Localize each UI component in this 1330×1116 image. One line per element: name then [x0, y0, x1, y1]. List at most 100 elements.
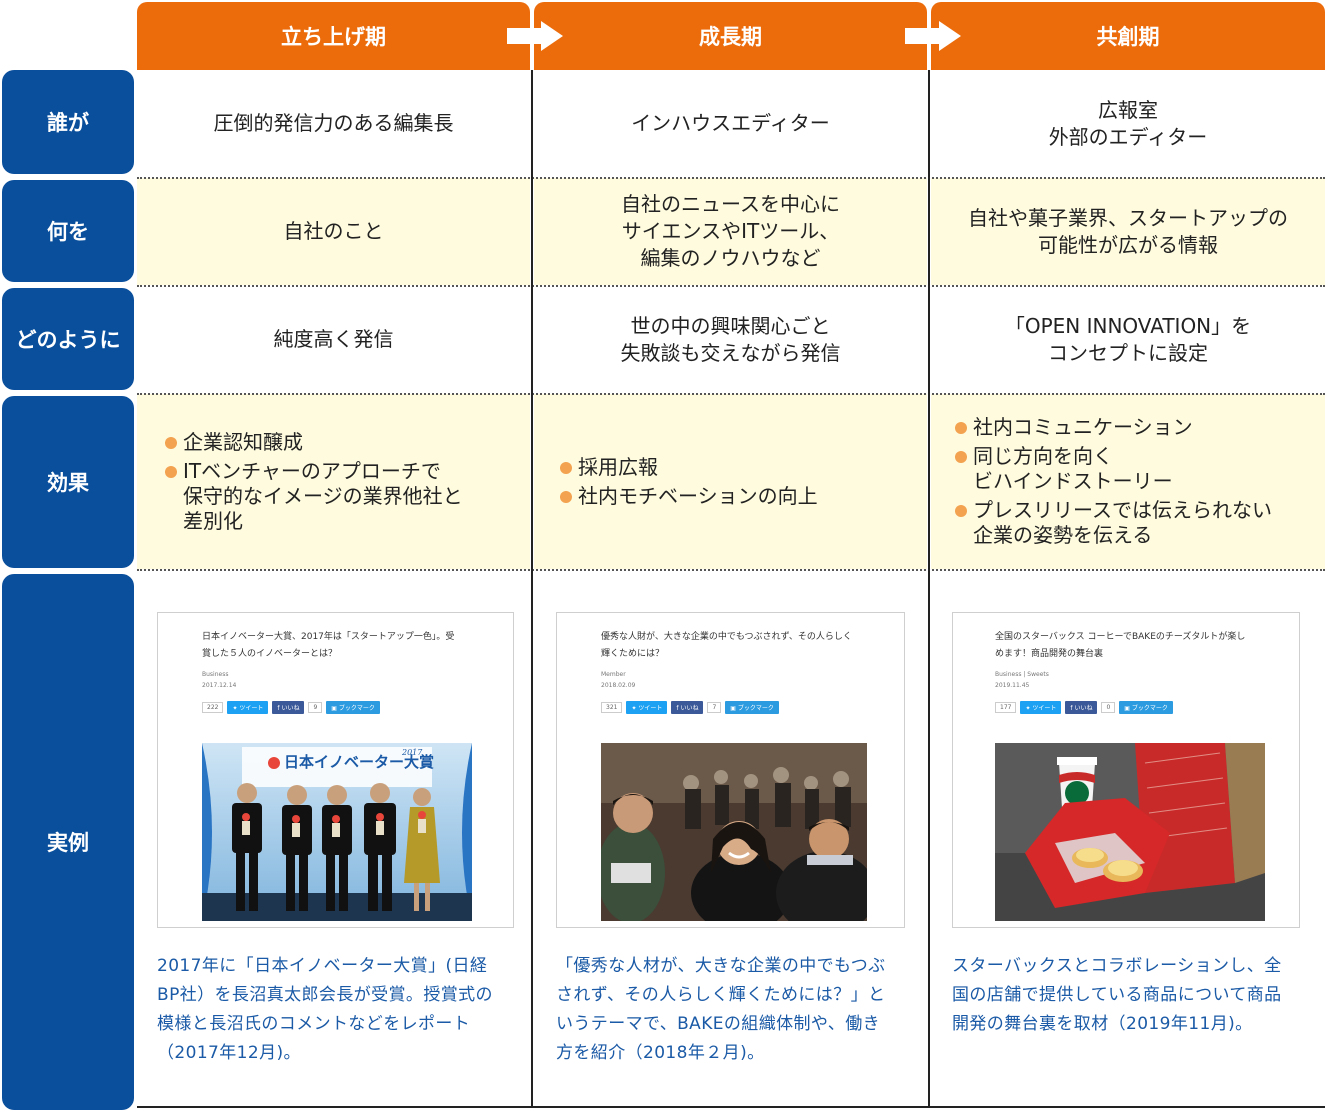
row-label-effect: 効果 [2, 396, 134, 568]
article-date: 2017.12.14 [202, 682, 237, 689]
like-button: f いいね [671, 701, 704, 714]
row-divider [137, 393, 1325, 395]
bookmark-label: ブックマーク [737, 705, 774, 712]
article-screenshot-growth: 優秀な人財が、大きな企業の中でもつぶされず、その人らしく輝くためには？ Memb… [556, 612, 905, 928]
photo-sign-year: 2017 [401, 748, 423, 757]
row-label-what: 何を [2, 180, 134, 282]
phase-header-growth: 成長期 [534, 2, 927, 70]
arrow-right-icon [905, 21, 961, 51]
like-label: いいね [281, 705, 300, 712]
example-caption-launch: 2017年に「日本イノベーター大賞」(日経 BP社）を長沼真太郎会長が受賞。授賞… [157, 952, 493, 1068]
twitter-icon: ✦ [232, 705, 240, 712]
row-label-text: どのように [15, 328, 121, 352]
phase-label: 共創期 [1096, 25, 1160, 49]
cell-what-cocreation: 自社や菓子業界、スタートアップの可能性が広がる情報 [931, 178, 1325, 285]
phase-header-cocreation: 共創期 [931, 2, 1325, 70]
list-item: 同じ方向を向くビハインドストーリー [955, 444, 1272, 494]
article-date: 2018.02.09 [601, 682, 636, 689]
caption-line: されず、その人らしく輝くためには？」と [556, 985, 886, 1005]
share-bar: 222 ✦ ツイート f いいね 9 ▣ ブックマーク [202, 701, 380, 714]
cell-text: 自社や菓子業界、スタートアップの [968, 205, 1288, 230]
article-screenshot-launch: 日本イノベーター大賞、2017年は「スタートアップ一色」。受賞した５人のイノベー… [157, 612, 514, 928]
cheese-tart-product-photo [995, 743, 1265, 921]
article-category: Business [202, 671, 229, 678]
caption-line: BP社）を長沼真太郎会長が受賞。授賞式の [157, 985, 493, 1005]
cell-text: 純度高く発信 [273, 327, 394, 351]
list-item: プレスリリースでは伝えられない企業の姿勢を伝える [955, 498, 1272, 548]
list-item-text: 保守的なイメージの業界他社と [183, 483, 463, 508]
example-caption-growth: 「優秀な人材が、大きな企業の中でもつぶ されず、その人らしく輝くためには？」と … [556, 952, 886, 1068]
phase-header-launch: 立ち上げ期 [137, 2, 530, 70]
like-button: f いいね [1065, 701, 1098, 714]
article-title-line: 全国のスターバックス コーヒーでBAKEのチーズタルトが楽し [995, 632, 1246, 642]
like-label: いいね [1074, 705, 1093, 712]
list-item-text: 企業認知醸成 [183, 429, 303, 454]
cell-text: サイエンスやITツール、 [621, 219, 840, 243]
bookmark-button: ▣ ブックマーク [326, 701, 380, 714]
list-item-text: ビハインドストーリー [973, 469, 1173, 493]
cell-text: 可能性が広がる情報 [1038, 232, 1218, 257]
share-bar: 321 ✦ ツイート f いいね 7 ▣ ブックマーク [601, 701, 779, 714]
list-item-text: 差別化 [183, 508, 243, 533]
tweet-label: ツイート [1032, 705, 1057, 712]
cell-who-launch: 圧倒的発信力のある編集長 [137, 70, 530, 177]
caption-line: 国の店舗で提供している商品について商品 [952, 985, 1282, 1005]
cell-how-launch: 純度高く発信 [137, 286, 530, 393]
arrow-right-icon [507, 21, 563, 51]
row-divider [137, 569, 1325, 571]
bookmark-label: ブックマーク [338, 705, 375, 712]
list-item-text: 社内コミュニケーション [973, 415, 1193, 439]
article-title: 全国のスターバックス コーヒーでBAKEのチーズタルトが楽しめます！商品開発の舞… [995, 629, 1285, 663]
table-bottom-border [137, 1106, 1325, 1108]
cell-how-cocreation: 「OPEN INNOVATION」をコンセプトに設定 [931, 286, 1325, 393]
row-label-how: どのように [2, 288, 134, 390]
bookmark-label: ブックマーク [1131, 705, 1168, 712]
cell-text: 自社のこと [283, 219, 384, 243]
like-button: f いいね [272, 701, 305, 714]
cell-text: 失敗談も交えながら発信 [620, 340, 841, 365]
cell-text: 圧倒的発信力のある編集長 [213, 111, 454, 135]
cell-text: コンセプトに設定 [1047, 340, 1208, 365]
caption-line: 開発の舞台裏を取材（2019年11月)。 [952, 1014, 1253, 1034]
list-item-text: 採用広報 [578, 454, 658, 479]
like-count: 9 [308, 702, 323, 713]
list-item: 社内モチベーションの向上 [560, 484, 818, 509]
phase-label: 成長期 [699, 25, 762, 49]
example-caption-cocreation: スターバックスとコラボレーションし、全 国の店舗で提供している商品について商品 … [952, 952, 1282, 1039]
cell-effect-launch: 企業認知醸成 ITベンチャーのアプローチで保守的なイメージの業界他社と差別化 [137, 394, 530, 569]
twitter-icon: ✦ [1025, 705, 1033, 712]
tweet-button: ✦ ツイート [227, 701, 269, 714]
event-audience-photo [601, 743, 867, 921]
row-label-text: 効果 [47, 471, 89, 495]
cell-text: 世の中の興味関心ごと [630, 313, 831, 338]
article-title-line: 輝くためには？ [601, 649, 665, 659]
share-count: 321 [601, 702, 623, 713]
row-label-who: 誰が [2, 70, 134, 174]
share-count: 177 [995, 702, 1017, 713]
tweet-button: ✦ ツイート [1020, 701, 1062, 714]
phase-label: 立ち上げ期 [281, 25, 386, 49]
row-label-text: 誰が [47, 111, 89, 135]
like-count: 7 [707, 702, 722, 713]
bookmark-icon: ▣ [1124, 705, 1132, 712]
effect-list: 企業認知醸成 ITベンチャーのアプローチで保守的なイメージの業界他社と差別化 [165, 426, 463, 538]
caption-line: 2017年に「日本イノベーター大賞」(日経 [157, 956, 488, 976]
list-item-text: ITベンチャーのアプローチで [183, 458, 441, 483]
twitter-icon: ✦ [631, 705, 639, 712]
row-label-text: 何を [47, 220, 89, 244]
bookmark-button: ▣ ブックマーク [1119, 701, 1173, 714]
article-category: Business | Sweets [995, 671, 1049, 678]
cell-who-cocreation: 広報室外部のエディター [931, 70, 1325, 177]
cell-text: 編集のノウハウなど [640, 246, 821, 270]
share-bar: 177 ✦ ツイート f いいね 0 ▣ ブックマーク [995, 701, 1173, 714]
list-item: 社内コミュニケーション [955, 415, 1272, 440]
list-item: 採用広報 [560, 455, 818, 480]
list-item-text: 企業の姿勢を伝える [973, 523, 1153, 547]
facebook-icon: f [277, 705, 282, 712]
article-meta: Business 2017.12.14 [202, 669, 236, 691]
caption-line: 模様と長沼氏のコメントなどをレポート [157, 1014, 471, 1034]
article-title: 日本イノベーター大賞、2017年は「スタートアップ一色」。受賞した５人のイノベー… [202, 629, 492, 663]
bookmark-button: ▣ ブックマーク [725, 701, 779, 714]
list-item: ITベンチャーのアプローチで保守的なイメージの業界他社と差別化 [165, 459, 463, 534]
